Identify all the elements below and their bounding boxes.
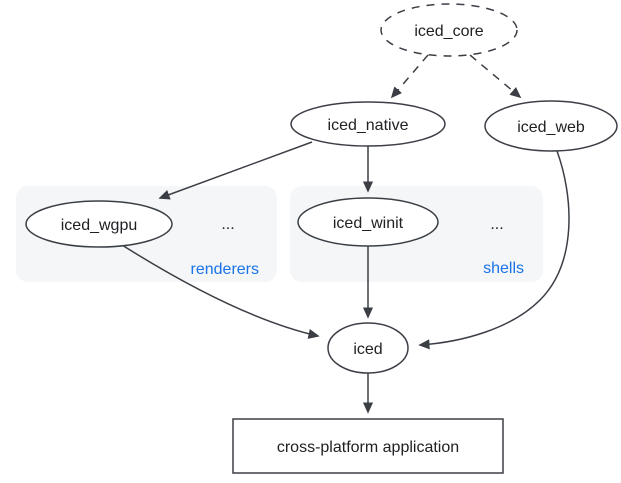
iced-core-label: iced_core — [414, 23, 483, 40]
iced-winit-ellipse — [297, 197, 439, 247]
shells-group-label: shells — [483, 260, 524, 277]
shells-ellipsis: ... — [490, 216, 503, 233]
node-iced-winit: iced_winit — [297, 197, 439, 247]
application-rectangle — [232, 418, 504, 474]
iced-core-ellipse — [380, 3, 518, 57]
application-label: cross-platform application — [277, 439, 459, 456]
node-iced-wgpu: iced_wgpu — [25, 200, 173, 248]
iced-wgpu-label: iced_wgpu — [61, 217, 138, 234]
iced-native-ellipse — [290, 101, 446, 147]
iced-wgpu-ellipse — [25, 200, 173, 248]
edge-iced-wgpu-to-iced — [121, 244, 320, 339]
iced-native-label: iced_native — [328, 117, 409, 134]
iced-winit-label: iced_winit — [333, 215, 404, 232]
renderers-ellipsis: ... — [221, 216, 234, 233]
node-iced-core: iced_core — [380, 3, 518, 57]
edge-iced-native-to-iced-wgpu — [158, 141, 313, 200]
node-cross-platform-application: cross-platform application — [232, 418, 504, 474]
edge-iced-web-to-iced — [418, 150, 570, 350]
iced-ellipse — [327, 322, 409, 374]
renderers-group-label: renderers — [191, 261, 259, 278]
iced-web-ellipse — [484, 100, 618, 152]
node-iced-web: iced_web — [484, 100, 618, 152]
node-iced: iced — [327, 322, 409, 374]
edge-iced-core-to-iced-web — [469, 54, 522, 99]
edge-iced-core-to-iced-native — [390, 54, 429, 99]
iced-label: iced — [353, 341, 382, 358]
iced-web-label: iced_web — [517, 119, 585, 136]
node-iced-native: iced_native — [290, 101, 446, 147]
